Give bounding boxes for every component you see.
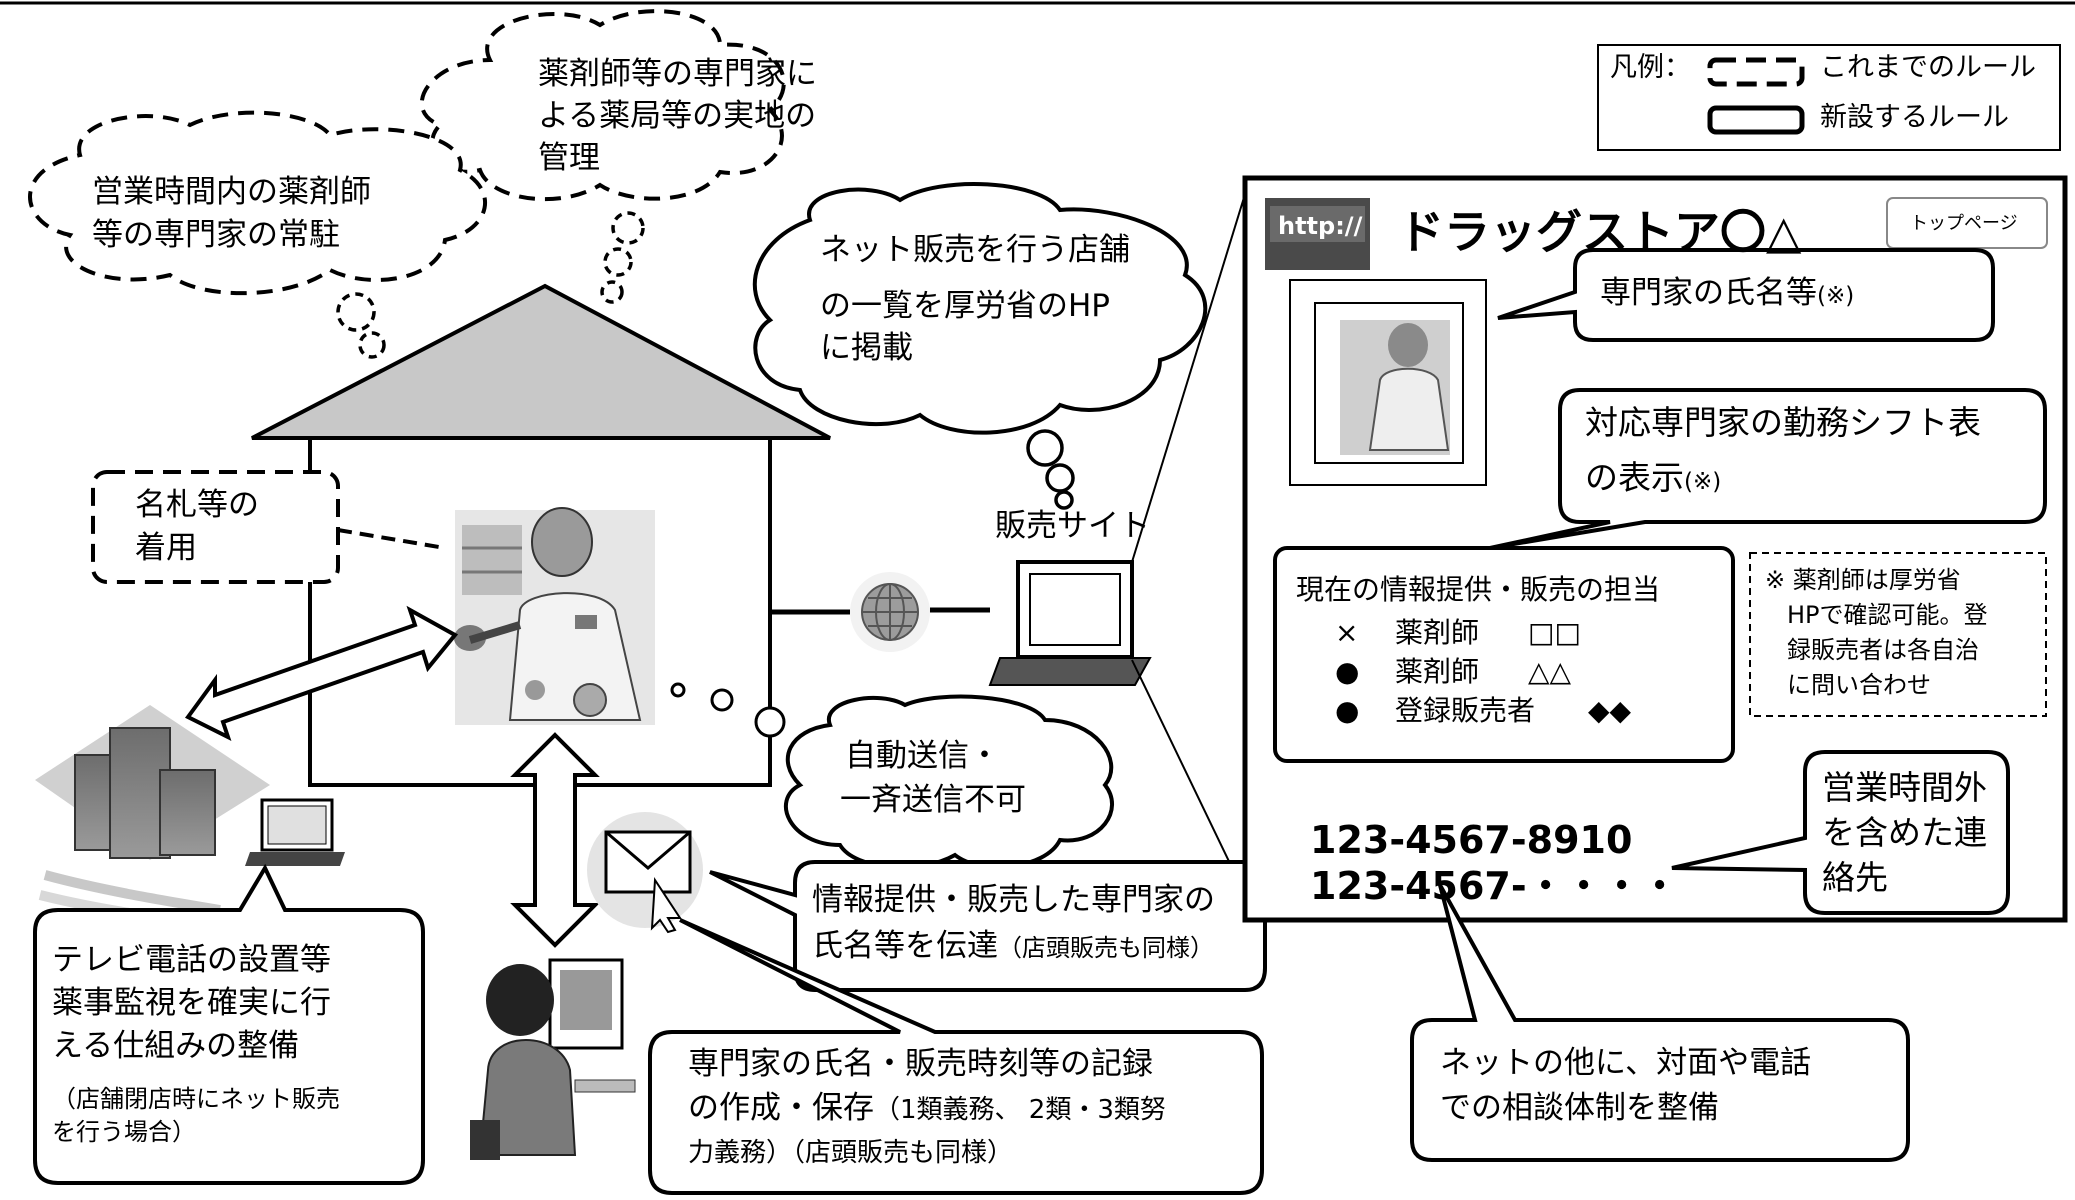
- tv-phone-note2: を行う場合）: [52, 1118, 196, 1146]
- after-hours-line1: 営業時間外: [1822, 768, 1987, 807]
- double-arrow-vertical: [510, 732, 600, 948]
- email-icon: [587, 812, 703, 934]
- cloud-resident-line2: 等の専門家の常駐: [92, 217, 340, 253]
- note-box: [1749, 552, 2047, 717]
- tv-phone-line1: テレビ電話の設置等: [52, 942, 331, 978]
- record-line3: 力義務）（店頭販売も同様）: [688, 1138, 1014, 1168]
- callout-shift: [1489, 388, 2047, 550]
- legend: [1597, 44, 2061, 151]
- name-tag-line2: 着用: [135, 530, 197, 566]
- note-line1: ※ 薬剤師は厚労省: [1765, 566, 1961, 594]
- cloud-autosend-line2: 一斉送信不可: [840, 782, 1026, 818]
- staff-3-mark: ●: [1335, 694, 1360, 727]
- staff-1-mark: ×: [1335, 616, 1359, 649]
- staff-1-name: □□: [1528, 616, 1581, 649]
- name-tag-box: [91, 470, 340, 584]
- expert-name-label: 専門家の氏名等(※): [1600, 275, 1855, 311]
- small-laptop-icon: [245, 798, 345, 866]
- consult-line2: での相談体制を整備: [1440, 1090, 1719, 1126]
- current-staff-box: [1273, 546, 1735, 763]
- cloud-site-list: [752, 181, 1208, 435]
- name-tag-line1: 名札等の: [135, 487, 259, 523]
- consult-line1: ネットの他に、対面や電話: [1440, 1045, 1812, 1081]
- callout-record: [648, 918, 1264, 1195]
- globe-icon: [850, 572, 930, 652]
- pharmacist-illustration: [454, 507, 655, 725]
- http-icon: [1265, 198, 1370, 270]
- callout-consult: [1410, 884, 1910, 1162]
- legend-solid-sample: [1707, 105, 1805, 135]
- record-line1: 専門家の氏名・販売時刻等の記録: [688, 1046, 1153, 1082]
- staff-3-name: ◆◆: [1588, 694, 1632, 727]
- zoom-line-top: [1131, 177, 1251, 563]
- note-line3: 録販売者は各自治: [1787, 636, 1979, 664]
- dashed-bubbles: [336, 211, 645, 359]
- expert-photo: [1289, 279, 1487, 486]
- cloud-mgmt-line2: よる薬局等の実地の: [538, 98, 817, 134]
- legend-title: 凡例：: [1610, 52, 1691, 83]
- legend-dashed-sample: [1707, 57, 1805, 87]
- http-label: http://: [1278, 212, 1363, 240]
- site-list-bubbles: [1026, 429, 1075, 510]
- note-line4: に問い合わせ: [1787, 671, 1931, 699]
- callout-after-hours: [1671, 750, 2010, 915]
- sales-site-label: 販売サイト: [995, 508, 1150, 544]
- staff-2-name: △△: [1528, 655, 1572, 688]
- cloud-resident-expert: [28, 110, 488, 296]
- customer-at-computer-illustration: [470, 958, 636, 1160]
- tv-phone-line2: 薬事監視を確実に行: [52, 985, 331, 1021]
- tv-phone-line3: える仕組みの整備: [52, 1028, 300, 1064]
- thought-bubbles: [670, 682, 786, 738]
- double-arrow-diagonal: [184, 605, 459, 741]
- legend-new-rule-label: 新設するルール: [1820, 102, 2009, 133]
- staff-2-mark: ●: [1335, 655, 1360, 688]
- building-icon: [35, 705, 270, 930]
- tv-phone-note1: （店舗閉店時にネット販売: [52, 1085, 340, 1113]
- cloud-mgmt-line1: 薬剤師等の専門家に: [538, 56, 817, 92]
- phone-2[interactable]: 123-4567-・・・・: [1310, 864, 1679, 908]
- cloud-pharmacist-management: [419, 9, 786, 202]
- callout-expert-name: [1497, 248, 1995, 342]
- cloud-auto-send: [783, 694, 1114, 870]
- record-line2: の作成・保存（1類義務、 2類・3類努: [688, 1090, 1166, 1126]
- note-line2: HPで確認可能。登: [1787, 601, 1988, 629]
- after-hours-line3: 絡先: [1822, 858, 1888, 897]
- staff-3-role: 登録販売者: [1395, 694, 1536, 727]
- cloud-resident-line1: 営業時間内の薬剤師: [92, 174, 371, 210]
- cloud-sitelist-line1: ネット販売を行う店舗: [820, 232, 1130, 268]
- website-title: ドラッグストア〇△: [1398, 205, 1802, 259]
- inform-line2: 氏名等を伝達（店頭販売も同様）: [812, 928, 1214, 964]
- legend-old-rule-label: これまでのルール: [1820, 52, 2036, 83]
- shift-line2: の表示(※): [1585, 458, 1722, 497]
- callout-tv-phone: [33, 863, 425, 1185]
- cloud-autosend-line1: 自動送信・: [845, 738, 1000, 774]
- inform-line1: 情報提供・販売した専門家の: [812, 882, 1215, 918]
- staff-1-role: 薬剤師: [1395, 616, 1480, 649]
- cloud-sitelist-line3: に掲載: [820, 330, 913, 366]
- cloud-mgmt-line3: 管理: [538, 140, 600, 176]
- shift-line1: 対応専門家の勤務シフト表: [1585, 403, 1981, 442]
- current-staff-title: 現在の情報提供・販売の担当: [1296, 573, 1661, 606]
- cloud-sitelist-line2: の一覧を厚労省のHP: [820, 288, 1111, 324]
- name-tag-pointer: [337, 528, 446, 550]
- staff-2-role: 薬剤師: [1395, 655, 1480, 688]
- after-hours-line2: を含めた連: [1822, 813, 1987, 852]
- sales-site-laptop-icon: [988, 560, 1152, 686]
- phone-1[interactable]: 123-4567-8910: [1310, 818, 1633, 862]
- top-page-button-label[interactable]: トップページ: [1910, 213, 2018, 234]
